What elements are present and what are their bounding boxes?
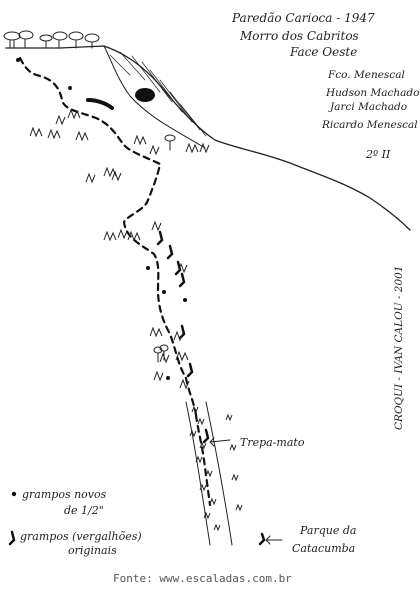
- legend-new-bolts-line1: grampos novos: [22, 488, 107, 501]
- summit-ridge-line: [5, 45, 411, 231]
- route-title-line1: Paredão Carioca - 1947: [231, 11, 375, 25]
- legend-new-bolts-line2: de 1/2": [64, 504, 104, 517]
- legend-orig-bolts-line2: originais: [68, 544, 117, 557]
- legend-orig-bolt-symbol: [8, 530, 16, 546]
- legend-orig-bolts-line1: grampos (vergalhões): [20, 530, 142, 543]
- route-grade: 2º II: [365, 148, 391, 161]
- route-line-lower: [194, 413, 212, 507]
- slope-trees: [153, 134, 176, 363]
- summit-trees: [3, 30, 100, 49]
- cliff-shading: [109, 51, 207, 137]
- parque-label-line2: Catacumba: [292, 542, 355, 555]
- original-bolts: [156, 230, 266, 546]
- climber-2: Hudson Machado: [325, 87, 419, 99]
- grass-tufts: [29, 108, 210, 390]
- cave: [135, 88, 155, 102]
- parque-arrow: [265, 535, 283, 545]
- topo-credit: CROQUI - IVAN CALOU - 2001: [393, 266, 405, 431]
- legend-new-bolt-dot: [11, 491, 17, 497]
- cliff-edge: [103, 45, 206, 149]
- climber-3: Jarci Machado: [328, 101, 407, 113]
- route-title-line3: Face Oeste: [289, 45, 357, 59]
- parque-label-line1: Parque da: [299, 524, 356, 537]
- trepa-mato-label: Trepa-mato: [240, 436, 305, 449]
- climber-1: Fco. Menescal: [327, 69, 405, 81]
- climber-4: Ricardo Menescal: [321, 119, 418, 131]
- rock-ledge: [86, 98, 114, 110]
- source-footer: Fonte: www.escaladas.com.br: [113, 572, 292, 585]
- route-title-line2: Morro dos Cabritos: [239, 29, 359, 43]
- trepa-mato-arrow: [209, 437, 231, 447]
- new-bolts: [16, 58, 187, 380]
- route-line: [18, 56, 198, 417]
- scrub-strip: [185, 401, 243, 546]
